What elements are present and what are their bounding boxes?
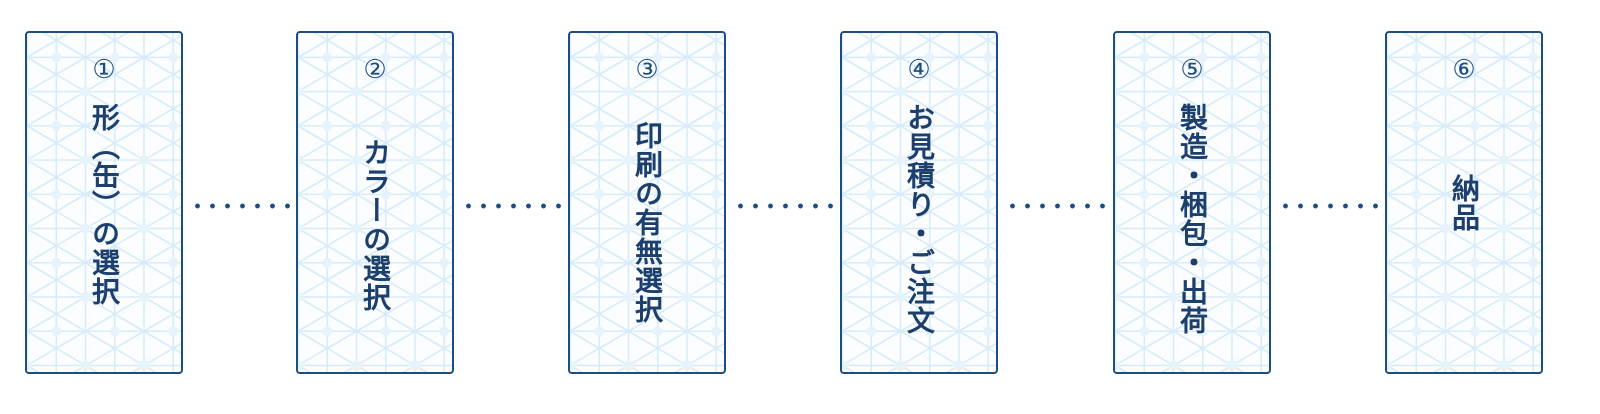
step-6-box: ⑥ 納品: [1385, 31, 1543, 374]
step-label: 納品: [1448, 173, 1481, 232]
dotted-connector: [459, 202, 566, 210]
step-label-wrap: カラーの選択: [298, 138, 452, 352]
dotted-connector: [1276, 202, 1383, 210]
dotted-connector: [188, 202, 294, 210]
step-number: ⑥: [1452, 55, 1476, 85]
step-label: お見積り・ご注文: [903, 103, 936, 335]
step-number: ④: [907, 55, 931, 85]
step-label: カラーの選択: [359, 138, 392, 312]
step-label-wrap: 印刷の有無選択: [570, 121, 724, 352]
step-label: 製造・梱包・出荷: [1176, 103, 1209, 335]
step-5-box: ⑤ 製造・梱包・出荷: [1113, 31, 1271, 374]
step-4-box: ④ お見積り・ご注文: [840, 31, 998, 374]
step-label: 形︵缶︶の選択: [88, 103, 121, 306]
step-number: ②: [363, 55, 387, 85]
dotted-connector: [1003, 202, 1111, 210]
step-label-wrap: 形︵缶︶の選択: [27, 103, 181, 352]
step-label-wrap: お見積り・ご注文: [842, 103, 996, 352]
step-label-wrap: 製造・梱包・出荷: [1115, 103, 1269, 352]
step-label: 印刷の有無選択: [631, 121, 664, 324]
dotted-connector: [731, 202, 838, 210]
step-1-box: ① 形︵缶︶の選択: [25, 31, 183, 374]
step-number: ①: [92, 55, 116, 85]
step-2-box: ② カラーの選択: [296, 31, 454, 374]
step-number: ⑤: [1180, 55, 1204, 85]
step-label-wrap: 納品: [1387, 33, 1541, 372]
step-3-box: ③ 印刷の有無選択: [568, 31, 726, 374]
step-number: ③: [635, 55, 659, 85]
